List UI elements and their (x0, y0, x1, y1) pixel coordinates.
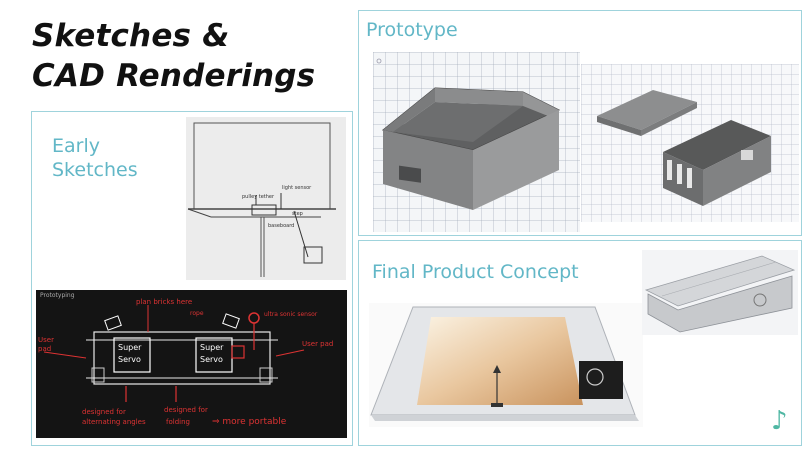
board-note-arrow: ⇒ more portable (212, 417, 287, 427)
servo1-label-top: Super (118, 343, 142, 352)
sketch-label-pulley: pulley tether (242, 194, 275, 200)
sketch-label-step: step (292, 211, 303, 217)
sketch-drawing: pulley tether light sensor step baseboar… (187, 122, 336, 277)
board-note-mid1: designed for (164, 406, 208, 414)
servo2-label-top: Super (200, 343, 224, 352)
prototyping-board-image: Prototyping plan bricks here rope ultra … (36, 290, 347, 438)
servo2-label-bottom: Servo (200, 355, 223, 364)
sketch-label-sensor: light sensor (282, 185, 312, 191)
early-sketches-title-line2: Sketches (52, 159, 138, 181)
early-sketches-title-line1: Early (52, 135, 100, 157)
board-right-label: User pad (302, 340, 333, 348)
open-box-model (376, 58, 561, 210)
board-note-mid2: folding (166, 418, 190, 426)
board-header: Prototyping (40, 292, 75, 299)
board-note-plan: plan bricks here (136, 298, 192, 306)
mat-model (370, 306, 639, 421)
folded-case-model (644, 255, 796, 333)
board-drawing: plan bricks here rope ultra sonic sensor… (38, 298, 333, 427)
board-note-left2: alternating angles (82, 418, 146, 426)
board-note-ultrasonic: ultra sonic sensor (264, 311, 318, 318)
board-left-label-bottom: pad (38, 345, 51, 353)
early-sketches-title: Early Sketches (52, 134, 138, 182)
prototype-title: Prototype (366, 19, 458, 41)
servo1-label-bottom: Servo (118, 355, 141, 364)
board-left-label-top: User (38, 336, 54, 344)
prototype-box-render (373, 52, 580, 232)
final-mat-render (369, 303, 643, 427)
board-note-rope: rope (190, 310, 204, 317)
exploded-box-model (597, 90, 771, 206)
sketch-label-base: baseboard (268, 223, 294, 229)
early-sketch-image: pulley tether light sensor step baseboar… (186, 117, 346, 280)
slide-title-line2: CAD Renderings (32, 58, 316, 94)
final-product-title: Final Product Concept (372, 261, 579, 283)
prototype-exploded-render (581, 64, 799, 222)
music-note-icon: ♪ (771, 406, 788, 436)
final-case-render (642, 250, 798, 335)
board-note-left1: designed for (82, 408, 126, 416)
slide-title-line1: Sketches & (32, 18, 230, 54)
